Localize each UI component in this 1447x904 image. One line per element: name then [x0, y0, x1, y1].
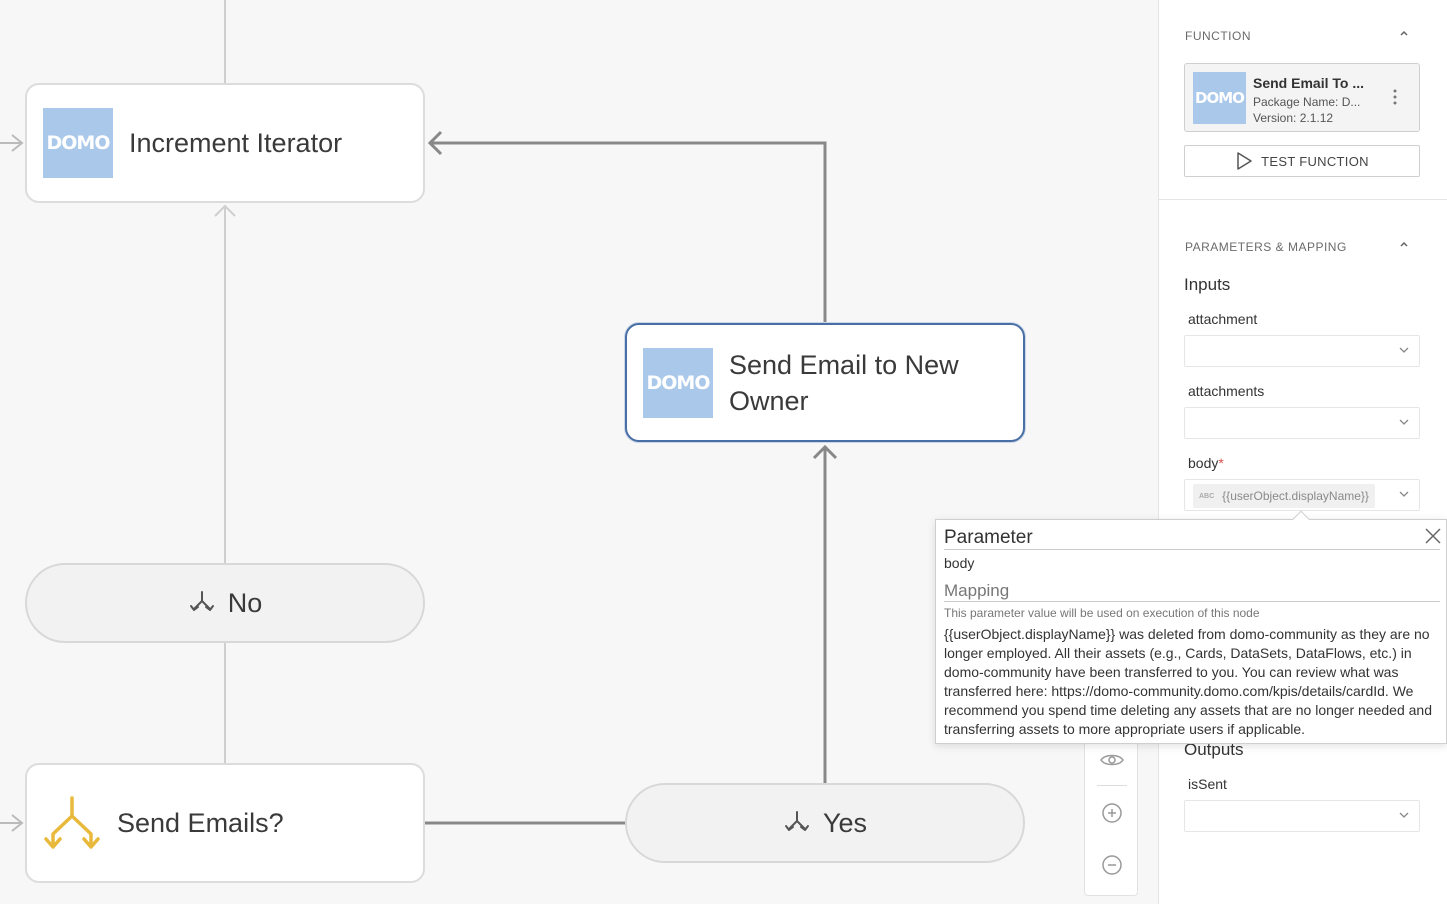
body-select[interactable]: ABC {{userObject.displayName}} [1184, 479, 1420, 511]
token-value: {{userObject.displayName}} [1222, 489, 1369, 503]
mapping-description: This parameter value will be used on exe… [944, 606, 1260, 620]
node-increment-iterator[interactable]: DOMO Increment Iterator [25, 83, 425, 203]
chevron-down-icon [1399, 491, 1409, 497]
domo-logo-icon: DOMO [43, 108, 113, 178]
eye-icon[interactable] [1099, 747, 1125, 773]
branch-label: Yes [822, 807, 868, 838]
mapping-value: {{userObject.displayName}} was deleted f… [944, 626, 1432, 737]
function-package: Package Name: D... [1253, 95, 1361, 109]
function-name: Send Email To ... [1253, 75, 1364, 91]
collapse-params-icon[interactable] [1399, 238, 1409, 252]
branch-yes[interactable]: Yes [625, 783, 1025, 863]
parameter-value: body [944, 555, 975, 571]
test-function-button[interactable]: TEST FUNCTION [1184, 145, 1420, 177]
attachments-select[interactable] [1184, 407, 1420, 439]
branch-no[interactable]: No [25, 563, 425, 643]
decision-icon [44, 796, 100, 849]
section-divider [1159, 199, 1447, 200]
popover-divider [944, 601, 1440, 602]
parameter-popover: Parameter body Mapping This parameter va… [935, 510, 1447, 744]
chevron-down-icon [1399, 812, 1409, 818]
node-title: Send Emails? [117, 808, 284, 838]
text-type-icon: ABC [1199, 492, 1215, 500]
field-label-body: body* [1188, 455, 1224, 471]
workflow-canvas[interactable]: DOMO Increment Iterator DOMO Send Email … [0, 0, 1158, 904]
node-send-email-to-new-owner[interactable]: DOMO Send Email to New Owner [625, 323, 1025, 442]
field-label-issent: isSent [1188, 776, 1227, 792]
branch-label: No [227, 587, 263, 618]
zoom-in-icon[interactable] [1099, 800, 1125, 826]
workflow-edges [0, 0, 838, 832]
mapping-heading: Mapping [944, 581, 1010, 600]
zoom-toolbar [1084, 730, 1138, 896]
function-card[interactable]: DOMO Send Email To ... Package Name: D..… [1184, 63, 1420, 132]
node-title: Increment Iterator [129, 128, 343, 158]
issent-select[interactable] [1184, 800, 1420, 832]
attachment-select[interactable] [1184, 335, 1420, 367]
play-icon [1237, 152, 1252, 170]
popover-divider [944, 549, 1440, 550]
branch-icon [784, 811, 809, 831]
toolbar-divider [1097, 785, 1127, 786]
required-marker: * [1218, 455, 1224, 471]
properties-panel: FUNCTION DOMO Send Email To ... Package … [1158, 0, 1447, 904]
function-version: Version: 2.1.12 [1253, 111, 1334, 125]
domo-logo-icon: DOMO [643, 347, 713, 418]
test-function-label: TEST FUNCTION [1261, 153, 1369, 169]
parameter-heading: Parameter [944, 527, 1033, 548]
field-label-attachments: attachments [1188, 383, 1265, 399]
params-section-title: PARAMETERS & MAPPING [1185, 240, 1347, 254]
chevron-down-icon [1399, 347, 1409, 353]
field-label-attachment: attachment [1188, 311, 1258, 327]
collapse-function-icon[interactable] [1399, 27, 1409, 41]
close-icon[interactable] [1424, 527, 1442, 545]
outputs-heading: Outputs [1184, 740, 1244, 759]
inputs-heading: Inputs [1184, 275, 1231, 294]
chevron-down-icon [1399, 419, 1409, 425]
more-options-icon[interactable] [1390, 88, 1400, 108]
node-send-emails-decision[interactable]: Send Emails? [25, 763, 425, 883]
branch-icon [189, 591, 214, 611]
function-section-title: FUNCTION [1185, 29, 1251, 43]
zoom-out-icon[interactable] [1099, 852, 1125, 878]
mapping-token[interactable]: ABC {{userObject.displayName}} [1193, 484, 1375, 508]
domo-logo-icon: DOMO [1193, 72, 1246, 124]
node-title: Send Email to New Owner [729, 349, 959, 416]
